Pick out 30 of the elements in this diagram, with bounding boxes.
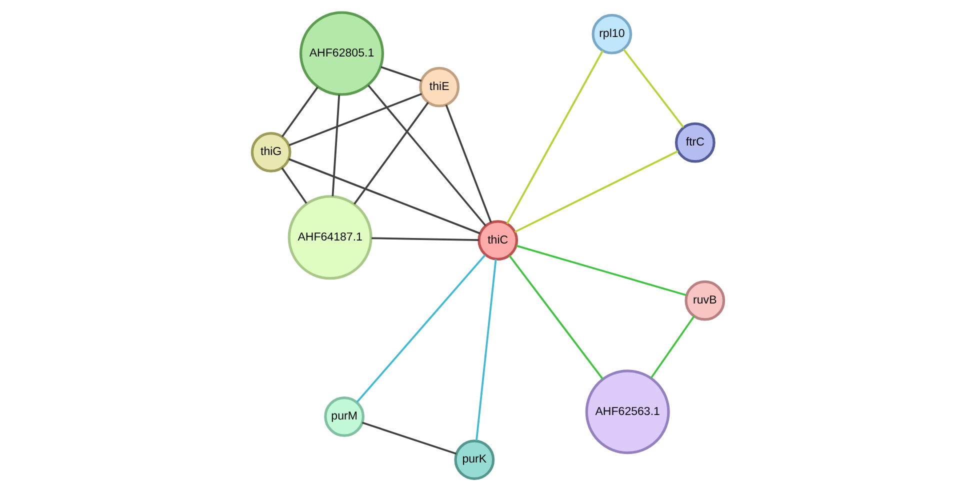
node-circle: AHF62805.1 bbox=[300, 11, 384, 96]
connector bbox=[650, 316, 695, 378]
connector bbox=[372, 237, 479, 241]
connector bbox=[516, 244, 687, 296]
connector bbox=[281, 167, 308, 204]
node-circle: rpl10 bbox=[592, 14, 632, 54]
node-circle: thiC bbox=[478, 220, 518, 261]
connector bbox=[368, 84, 486, 226]
connector bbox=[622, 48, 684, 128]
connector bbox=[445, 104, 492, 223]
connector bbox=[380, 66, 422, 82]
connector bbox=[508, 255, 604, 380]
node-circle: AHF62563.1 bbox=[585, 370, 670, 454]
node-circle: purM bbox=[324, 396, 364, 437]
connector bbox=[362, 422, 457, 455]
node-circle: purK bbox=[454, 440, 495, 480]
connector bbox=[281, 86, 318, 138]
connector bbox=[332, 94, 340, 196]
node-circle: thiG bbox=[250, 132, 292, 172]
node-circle: thiE bbox=[419, 66, 460, 108]
connector bbox=[356, 254, 486, 403]
connector bbox=[506, 50, 604, 224]
node-circle: ftrC bbox=[674, 122, 716, 163]
connector bbox=[514, 150, 678, 233]
connector bbox=[476, 259, 497, 441]
connector bbox=[288, 93, 422, 146]
node-circle: ruvB bbox=[684, 280, 726, 321]
node-circle: AHF64187.1 bbox=[288, 195, 372, 280]
connector bbox=[288, 158, 480, 234]
connector bbox=[354, 102, 429, 205]
